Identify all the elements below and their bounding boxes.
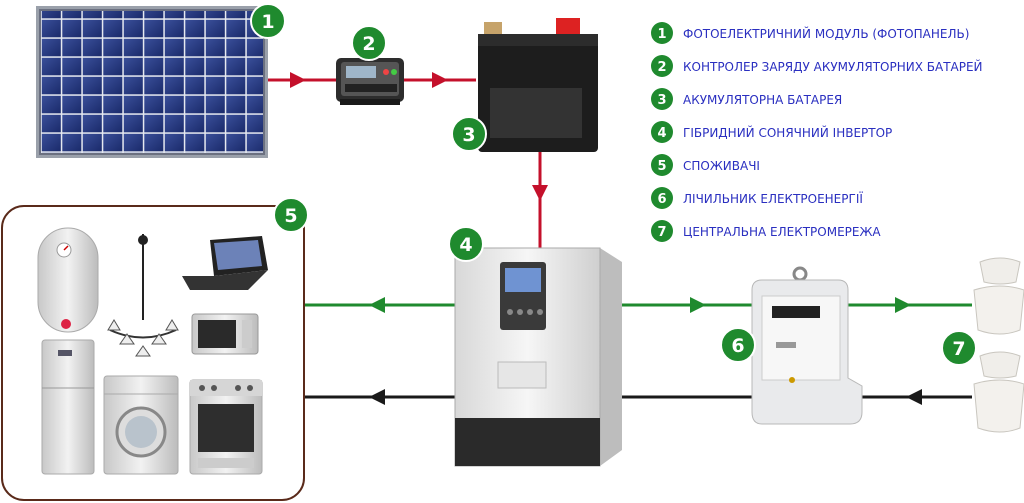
chandelier-icon bbox=[107, 234, 179, 357]
oven-icon bbox=[189, 379, 263, 475]
badge-panel: 1 bbox=[250, 3, 286, 39]
badge-inverter: 4 bbox=[448, 226, 484, 262]
charge-controller-icon bbox=[336, 58, 404, 105]
legend: 1 ФОТОЕЛЕКТРИЧНИЙ МОДУЛЬ (ФОТОПАНЕЛЬ) 2 … bbox=[651, 22, 983, 242]
badge-grid-label: 7 bbox=[952, 338, 965, 360]
arrow-red-1 bbox=[290, 72, 306, 88]
arrow-green-1 bbox=[369, 297, 385, 313]
water-heater-icon bbox=[37, 227, 99, 333]
legend-item-number: 2 bbox=[657, 60, 666, 75]
badge-consumers-label: 5 bbox=[284, 205, 297, 227]
arrow-red-3 bbox=[532, 185, 548, 201]
legend-item-label: ЦЕНТРАЛЬНА ЕЛЕКТРОМЕРЕЖА bbox=[683, 225, 881, 239]
legend-item-label: СПОЖИВАЧІ bbox=[683, 159, 760, 173]
electricity-meter-icon bbox=[751, 266, 863, 425]
arrow-red-2 bbox=[432, 72, 448, 88]
legend-item-number: 1 bbox=[657, 27, 666, 42]
badge-controller-label: 2 bbox=[362, 33, 375, 55]
legend-item: 7 ЦЕНТРАЛЬНА ЕЛЕКТРОМЕРЕЖА bbox=[651, 220, 881, 242]
legend-item-number: 6 bbox=[657, 192, 666, 207]
microwave-icon bbox=[191, 313, 259, 355]
arrow-green-3 bbox=[895, 297, 911, 313]
legend-item-number: 7 bbox=[657, 225, 666, 240]
legend-item-number: 5 bbox=[657, 159, 666, 174]
legend-item: 6 ЛІЧИЛЬНИК ЕЛЕКТРОЕНЕРГІЇ bbox=[651, 187, 863, 209]
legend-item: 1 ФОТОЕЛЕКТРИЧНИЙ МОДУЛЬ (ФОТОПАНЕЛЬ) bbox=[651, 22, 969, 44]
legend-item-number: 3 bbox=[657, 93, 666, 108]
fridge-icon bbox=[41, 339, 95, 475]
hybrid-inverter-icon bbox=[454, 247, 622, 467]
badge-inverter-label: 4 bbox=[459, 234, 472, 256]
legend-item: 4 ГІБРИДНИЙ СОНЯЧНИЙ ІНВЕРТОР bbox=[651, 121, 892, 143]
grid-insulator-icon bbox=[973, 257, 1024, 433]
badge-controller: 2 bbox=[351, 25, 387, 61]
badge-battery-label: 3 bbox=[462, 124, 475, 146]
legend-item: 2 КОНТРОЛЕР ЗАРЯДУ АКУМУЛЯТОРНИХ БАТАРЕЙ bbox=[651, 55, 983, 77]
washing-machine-icon bbox=[103, 375, 179, 475]
legend-item-number: 4 bbox=[657, 126, 666, 141]
badge-consumers: 5 bbox=[273, 197, 309, 233]
legend-item-label: ЛІЧИЛЬНИК ЕЛЕКТРОЕНЕРГІЇ bbox=[683, 191, 863, 206]
consumers-group bbox=[1, 205, 305, 501]
legend-item-label: КОНТРОЛЕР ЗАРЯДУ АКУМУЛЯТОРНИХ БАТАРЕЙ bbox=[683, 59, 983, 74]
legend-item: 5 СПОЖИВАЧІ bbox=[651, 154, 760, 176]
battery-icon bbox=[478, 18, 598, 152]
badge-meter: 6 bbox=[720, 327, 756, 363]
legend-item-label: АКУМУЛЯТОРНА БАТАРЕЯ bbox=[683, 93, 842, 107]
arrow-black-1 bbox=[906, 389, 922, 405]
arrow-black-2 bbox=[369, 389, 385, 405]
legend-item-label: ГІБРИДНИЙ СОНЯЧНИЙ ІНВЕРТОР bbox=[683, 125, 892, 140]
connection-lines bbox=[268, 72, 972, 405]
badge-grid: 7 bbox=[941, 330, 977, 366]
legend-item: 3 АКУМУЛЯТОРНА БАТАРЕЯ bbox=[651, 88, 842, 110]
badge-meter-label: 6 bbox=[731, 335, 744, 357]
badge-panel-label: 1 bbox=[261, 11, 274, 33]
solar-panel-icon bbox=[36, 6, 268, 158]
badge-battery: 3 bbox=[451, 116, 487, 152]
legend-item-label: ФОТОЕЛЕКТРИЧНИЙ МОДУЛЬ (ФОТОПАНЕЛЬ) bbox=[683, 26, 969, 41]
laptop-icon bbox=[182, 236, 268, 290]
arrow-green-2 bbox=[690, 297, 706, 313]
